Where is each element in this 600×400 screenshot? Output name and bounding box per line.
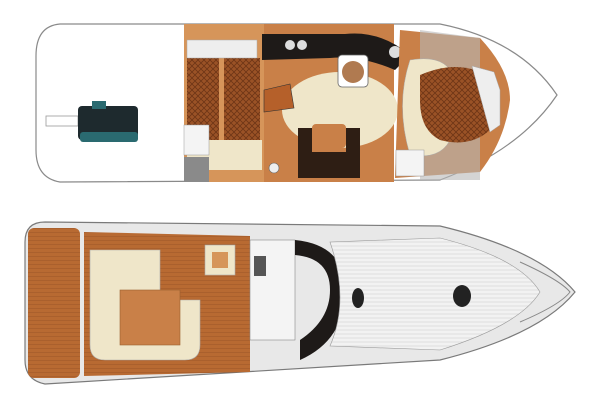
sink-icon (285, 40, 295, 50)
lower-deck-plan (35, 23, 558, 183)
foredeck (329, 237, 541, 351)
hatch-icon (352, 288, 364, 308)
steps (263, 83, 295, 113)
toilet-icon (268, 162, 280, 174)
forward-berth (420, 66, 490, 143)
main-deck-plan (24, 221, 576, 385)
sink-icon (297, 40, 307, 50)
hatch-icon (453, 285, 471, 307)
aft-berth-right (224, 58, 260, 140)
helm-station (249, 239, 296, 341)
stove-icon (389, 46, 401, 58)
u-sofa (298, 128, 360, 178)
windscreen (295, 240, 345, 360)
bow-rail (519, 261, 571, 323)
engine (45, 101, 138, 142)
swim-platform (28, 228, 80, 378)
